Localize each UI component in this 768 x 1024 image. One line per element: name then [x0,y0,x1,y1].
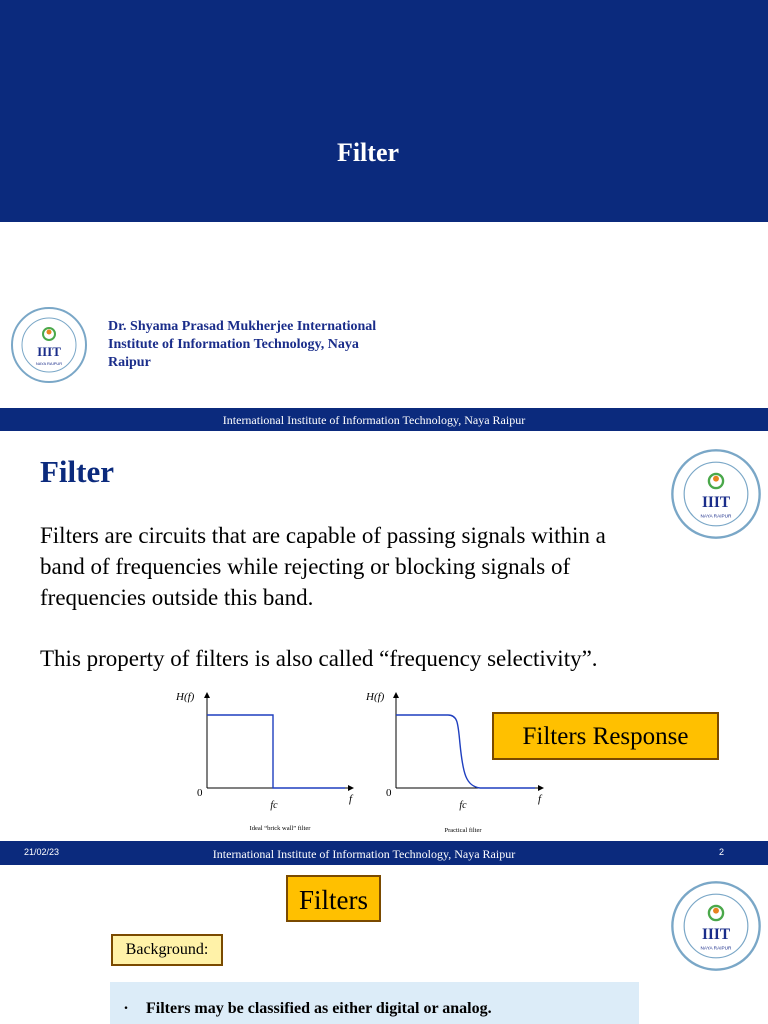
para1-line-2: band of frequencies while rejecting or b… [40,554,571,579]
ideal-xlabel: f [349,793,354,805]
slide1-logo: IIIT NAYA RAIPUR [10,306,88,384]
slide3-title-box: Filters [286,875,381,922]
filters-response-box: Filters Response [492,712,719,760]
ideal-caption: Ideal “brick wall” filter [250,825,312,832]
footer-page-number: 2 [719,847,725,857]
ideal-ylabel: H(f) [175,691,195,703]
practical-caption: Practical filter [445,827,483,834]
slide3-title: Filters [298,885,368,915]
ideal-cutoff: fc [270,800,278,811]
slide1-footer-text: International Institute of Information T… [222,413,526,427]
background-label-box: Background: [111,934,223,966]
para1-line-3: frequencies outside this band. [40,585,314,610]
slide2-footer-text: International Institute of Information T… [212,847,516,861]
svg-text:NAYA RAIPUR: NAYA RAIPUR [701,946,733,951]
slide2-paragraph-1: Filters are circuits that are capable of… [40,520,700,613]
footer-date: 21/02/23 [24,847,60,857]
practical-y-arrow-icon [393,692,399,698]
svg-text:IIIT: IIIT [37,344,61,359]
bullet-marker: . [124,996,128,1013]
ideal-x-arrow-icon [348,785,354,791]
practical-origin: 0 [386,787,392,799]
slide2-paragraph-2: This property of filters is also called … [40,646,598,671]
slide-divider-1 [0,431,768,433]
slide1-footer: International Institute of Information T… [0,408,768,432]
ideal-response-curve [207,714,345,789]
filters-response-label: Filters Response [522,723,689,750]
practical-response-curve [396,714,535,789]
slide1-title-bar: Filter [0,0,768,222]
background-label: Background: [125,941,209,958]
slide3-logo: IIIT NAYA RAIPUR [670,880,762,972]
iiit-logo-icon: IIIT NAYA RAIPUR [11,307,87,383]
institute-line-1: Dr. Shyama Prasad Mukherjee Internationa… [108,319,377,334]
institute-line-3: Raipur [108,355,151,370]
ideal-filter-graph: H(f) 0 f fc Ideal “brick wall” filter [175,691,354,832]
practical-ylabel: H(f) [365,691,385,703]
iiit-logo-icon: IIIT NAYA RAIPUR [671,449,761,539]
svg-text:IIIT: IIIT [702,494,730,511]
practical-xlabel: f [538,793,543,805]
practical-x-arrow-icon [538,785,544,791]
slide2-logo: IIIT NAYA RAIPUR [670,448,762,540]
bullet-text: Filters may be classified as either digi… [146,1000,492,1017]
para1-line-1: Filters are circuits that are capable of… [40,523,606,548]
slide-divider-2 [0,865,768,867]
bullet-box: . Filters may be classified as either di… [110,982,639,1024]
slide2-heading: Filter [40,454,115,489]
institute-name: Dr. Shyama Prasad Mukherjee Internationa… [108,318,468,372]
practical-filter-graph: H(f) 0 f fc Practical filter [365,691,544,834]
institute-line-2: Institute of Information Technology, Nay… [108,337,359,352]
iiit-logo-icon: IIIT NAYA RAIPUR [671,881,761,971]
ideal-y-arrow-icon [204,692,210,698]
svg-text:NAYA RAIPUR: NAYA RAIPUR [36,361,62,366]
ideal-origin: 0 [197,787,203,799]
svg-text:NAYA RAIPUR: NAYA RAIPUR [701,514,733,519]
slide2-footer: 21/02/23 International Institute of Info… [0,841,768,866]
practical-cutoff: fc [459,800,467,811]
svg-text:IIIT: IIIT [702,926,730,943]
slide1-title: Filter [336,138,400,167]
